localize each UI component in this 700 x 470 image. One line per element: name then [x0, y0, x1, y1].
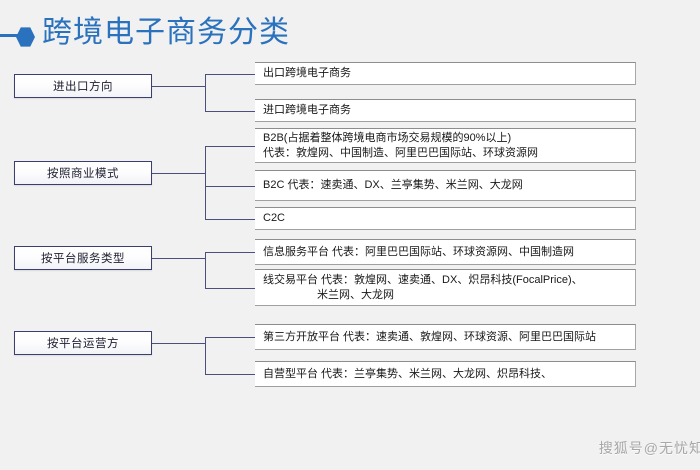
leaf-box-c2c[interactable]: C2C: [255, 207, 636, 230]
leaf-text-line: B2C 代表：速卖通、DX、兰亭集势、米兰网、大龙网: [263, 179, 523, 191]
category-box-by-platform-operator[interactable]: 按平台运营方: [14, 331, 152, 355]
leaf-box-online-trading-platform[interactable]: 线交易平台 代表：敦煌网、速卖通、DX、炽昂科技(FocalPrice)、米兰网…: [255, 269, 636, 306]
leaf-text-line: 进口跨境电子商务: [263, 104, 351, 116]
title-lead-line-icon: [0, 34, 20, 37]
leaf-text-line: 信息服务平台 代表：阿里巴巴国际站、环球资源网、中国制造网: [263, 245, 575, 258]
connector-stem-by-business-model: [152, 173, 205, 174]
connector-branch-b2b: [205, 145, 255, 147]
leaf-text-line: 第三方开放平台 代表：速卖通、敦煌网、环球资源、阿里巴巴国际站: [263, 330, 597, 343]
connector-branch-import-cross-border-ecommerce: [205, 110, 255, 112]
watermark: 搜狐号@无忧知: [598, 440, 700, 456]
leaf-box-b2b[interactable]: B2B(占据着整体跨境电商市场交易规模的90%以上) 代表：敦煌网、中国制造、阿里…: [255, 128, 636, 163]
category-box-import-export-direction[interactable]: 进出口方向: [14, 74, 152, 98]
leaf-text-line: 代表：敦煌网、中国制造、阿里巴巴国际站、环球资源网: [263, 146, 538, 159]
leaf-box-b2c[interactable]: B2C 代表：速卖通、DX、兰亭集势、米兰网、大龙网: [255, 170, 636, 201]
page-title-text: 跨境电子商务分类: [42, 16, 290, 49]
connector-stem-by-platform-operator: [152, 343, 205, 344]
connector-stem-by-platform-service-type: [152, 258, 205, 259]
connector-branch-c2c: [205, 218, 255, 220]
category-box-by-platform-service-type[interactable]: 按平台服务类型: [14, 246, 152, 270]
page-title: 跨境电子商务分类: [0, 14, 420, 58]
leaf-text-line: 米兰网、大龙网: [317, 288, 394, 301]
leaf-text-line: 自营型平台 代表：兰亭集势、米兰网、大龙网、炽昂科技、: [263, 367, 553, 380]
category-label: 按平台运营方: [47, 338, 119, 350]
connector-branch-b2c: [205, 185, 255, 187]
leaf-text-line: C2C: [263, 212, 286, 224]
leaf-box-self-operated-platform[interactable]: 自营型平台 代表：兰亭集势、米兰网、大龙网、炽昂科技、: [255, 361, 636, 387]
category-label: 按照商业模式: [47, 168, 119, 180]
leaf-text-line: B2B(占据着整体跨境电商市场交易规模的90%以上): [263, 131, 512, 144]
leaf-box-export-cross-border-ecommerce[interactable]: 出口跨境电子商务: [255, 62, 636, 85]
leaf-box-information-service-platform[interactable]: 信息服务平台 代表：阿里巴巴国际站、环球资源网、中国制造网: [255, 239, 636, 265]
connector-spine-import-export-direction: [205, 73, 206, 111]
connector-branch-online-trading-platform: [205, 287, 255, 289]
leaf-box-third-party-open-platform[interactable]: 第三方开放平台 代表：速卖通、敦煌网、环球资源、阿里巴巴国际站: [255, 324, 636, 350]
connector-branch-self-operated-platform: [205, 374, 255, 375]
connector-spine-by-platform-service-type: [205, 252, 206, 288]
category-box-by-business-model[interactable]: 按照商业模式: [14, 161, 152, 185]
connector-branch-export-cross-border-ecommerce: [205, 73, 255, 75]
hexagon-bullet-icon: [16, 27, 35, 47]
leaf-text-line: 线交易平台 代表：敦煌网、速卖通、DX、炽昂科技(FocalPrice)、: [263, 273, 583, 286]
connector-spine-by-business-model: [205, 145, 206, 219]
leaf-text-line: 出口跨境电子商务: [263, 67, 351, 79]
connector-stem-import-export-direction: [152, 86, 205, 87]
connector-spine-by-platform-operator: [205, 337, 206, 374]
connector-branch-third-party-open-platform: [205, 337, 255, 338]
category-label: 进出口方向: [53, 81, 113, 93]
leaf-box-import-cross-border-ecommerce[interactable]: 进口跨境电子商务: [255, 99, 636, 122]
connector-branch-information-service-platform: [205, 252, 255, 253]
category-label: 按平台服务类型: [41, 253, 125, 265]
